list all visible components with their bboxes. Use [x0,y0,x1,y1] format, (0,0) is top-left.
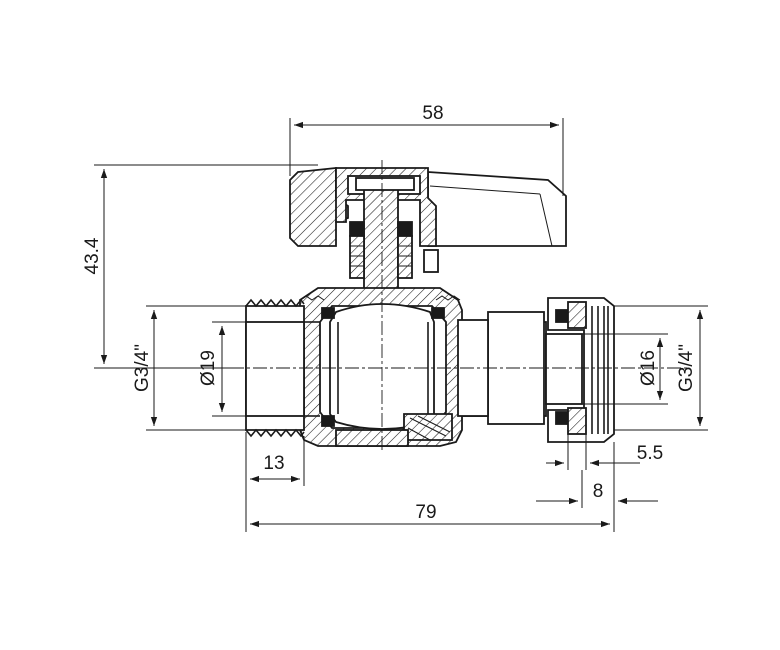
dim-label-13: 13 [263,453,284,474]
dim-label-43-4: 43.4 [82,237,103,274]
dim-label-8: 8 [593,481,604,502]
dimension-total-length: 79 [245,442,615,532]
dim-label-d19: Ø19 [198,350,219,386]
valve-body [299,287,463,447]
dim-label-g34-left: G3/4" [132,344,153,392]
valve-handle [289,167,567,247]
dimension-nut-width: 8 [536,470,658,508]
dim-label-58: 58 [422,103,443,124]
valve-stem [349,177,439,307]
left-threaded-end [245,298,320,438]
dim-label-79: 79 [415,502,436,523]
dimension-bore-left: Ø19 [198,321,246,417]
dim-label-d16: Ø16 [638,350,659,386]
dimension-handle-height: 43.4 [82,164,318,369]
center-lines [230,160,690,450]
dimension-left-thread: G3/4" [132,305,246,431]
dimension-bore-right: Ø16 [582,333,668,405]
dim-label-g34-right: G3/4" [676,344,697,392]
dimension-nut-offset: 5.5 [546,434,663,470]
right-union [457,297,615,443]
dimension-right-thread: G3/4" [614,305,708,431]
dim-label-5-5: 5.5 [637,443,663,464]
dimension-overall-width: 58 [289,103,564,196]
dimension-thread-length: 13 [245,432,305,486]
